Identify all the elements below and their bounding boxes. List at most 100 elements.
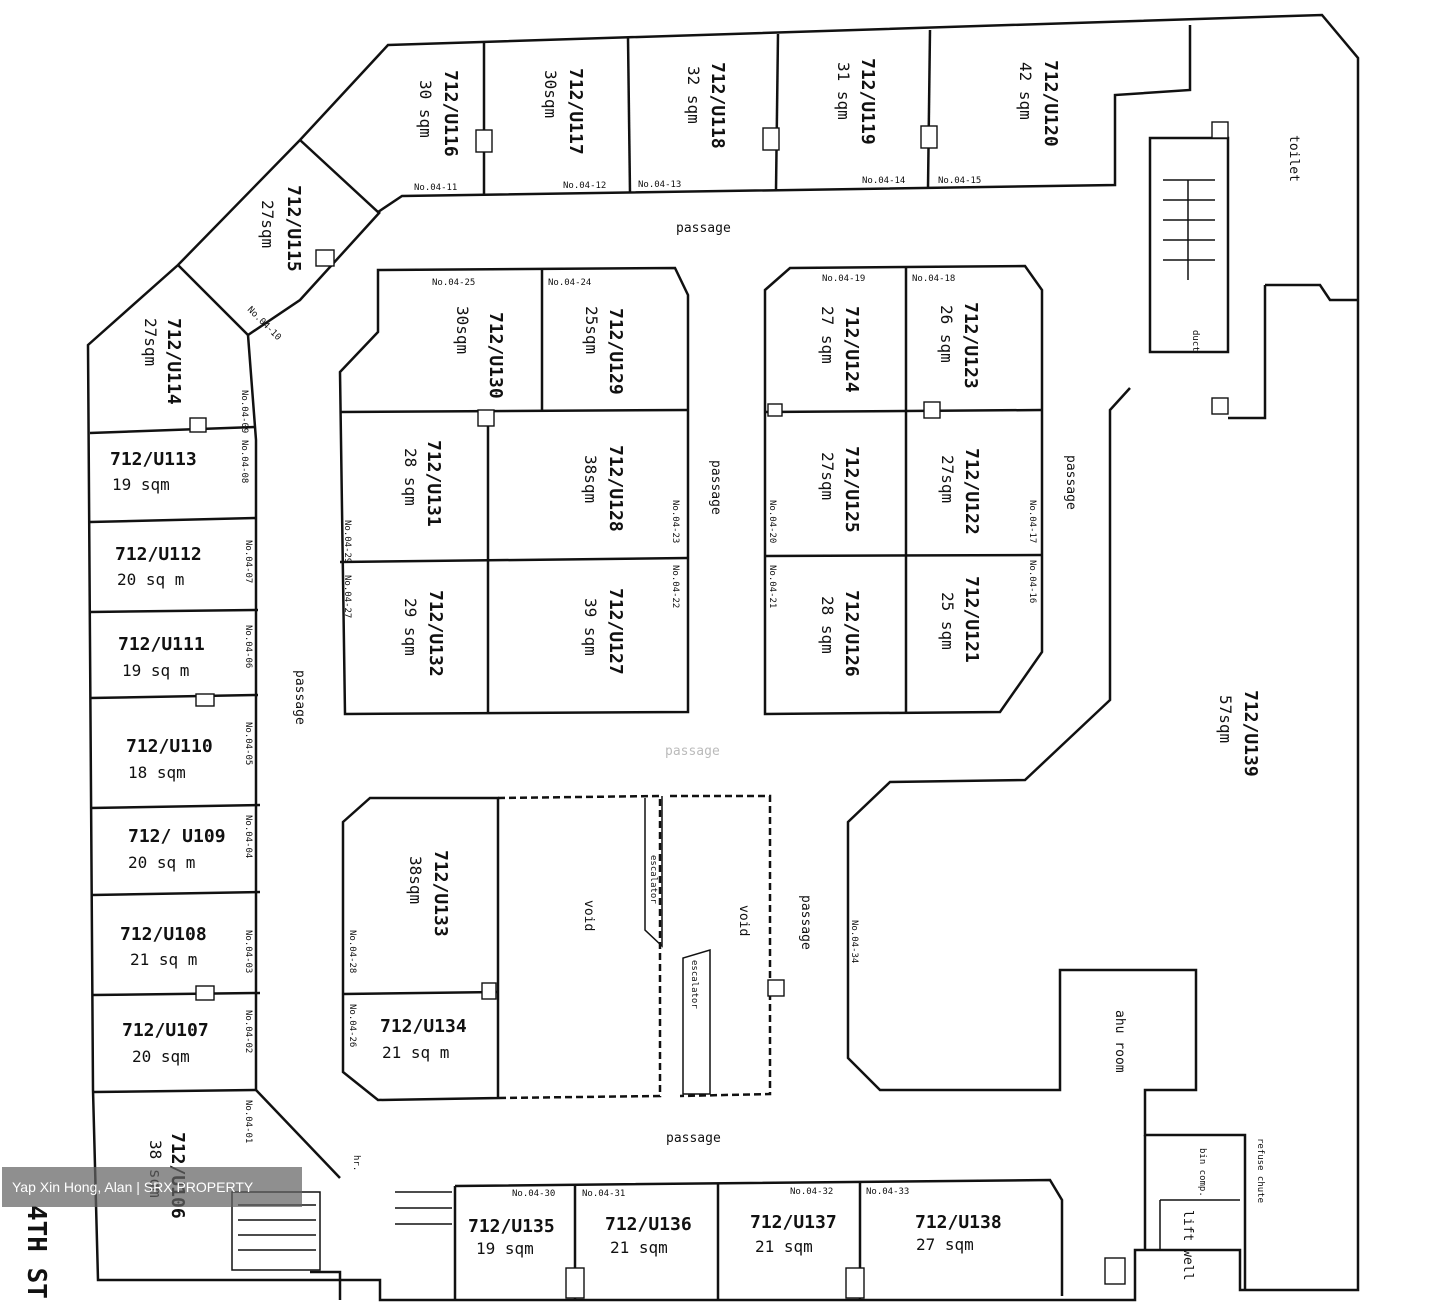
unit-no: No.04-07 (243, 540, 253, 583)
unit-u115-label: 712/U115 (283, 185, 304, 272)
passage-label-right: passage (1063, 455, 1078, 510)
unit-u132-label: 712/U132 (425, 590, 446, 677)
passage-label-top: passage (676, 221, 731, 236)
unit-no: No.04-23 (670, 500, 680, 543)
unit-no: No.04-08 (239, 440, 249, 483)
unit-u128-area: 38sqm (581, 455, 600, 503)
unit-u131-area: 28 sqm (401, 448, 420, 506)
unit-u117-area: 30sqm (541, 70, 560, 118)
unit-u108-label: 712/U108 (120, 924, 207, 945)
ahu-room-label: ahu room (1112, 1010, 1127, 1073)
unit-no: No.04-15 (938, 176, 981, 186)
unit-u118-label: 712/U118 (707, 62, 728, 149)
unit-u125-label: 712/U125 (841, 446, 862, 533)
unit-u122-area: 27sqm (938, 455, 957, 503)
unit-u135-label: 712/U135 (468, 1216, 555, 1237)
unit-no: No.04-17 (1027, 500, 1037, 543)
unit-no: No.04-30 (512, 1189, 555, 1199)
unit-u113-area: 19 sqm (112, 475, 170, 494)
unit-u137-label: 712/U137 (750, 1212, 837, 1233)
unit-u107-label: 712/U107 (122, 1020, 209, 1041)
unit-no: No.04-24 (548, 278, 591, 288)
unit-no: No.04-05 (243, 722, 253, 765)
passage-label-faint: passage (665, 744, 720, 759)
passage-label-void: passage (798, 895, 813, 950)
unit-no: No.04-21 (767, 565, 777, 608)
void-label-1: void (581, 900, 596, 931)
unit-no: No.04-03 (243, 930, 253, 973)
unit-no: No.04-19 (822, 274, 865, 284)
unit-u128-label: 712/U128 (605, 445, 626, 532)
toilet-label: toilet (1286, 135, 1301, 182)
street-label: 4TH ST (21, 1205, 51, 1299)
unit-u136-label: 712/U136 (605, 1214, 692, 1235)
unit-no: No.04-14 (862, 176, 905, 186)
unit-no: No.04-20 (767, 500, 777, 543)
unit-u135-area: 19 sqm (476, 1239, 534, 1258)
unit-number-labels: No.04-11 No.04-12 No.04-13 No.04-14 No.0… (239, 176, 1037, 1199)
unit-no: No.04-06 (243, 625, 253, 668)
outer-wall (86, 13, 1360, 1302)
escalator-label-1: escalator (648, 855, 658, 904)
unit-u138-area: 27 sqm (916, 1235, 974, 1254)
unit-u133-label: 712/U133 (430, 850, 451, 937)
unit-no: No.04-04 (243, 815, 253, 858)
unit-no: No.04-11 (414, 183, 457, 193)
unit-no: No.04-09 (239, 390, 249, 433)
unit-u112-label: 712/U112 (115, 544, 202, 565)
unit-no: No.04-16 (1027, 560, 1037, 603)
passage-label-bottom: passage (666, 1131, 721, 1146)
unit-u119-area: 31 sqm (834, 62, 853, 120)
refuse-chute-label: refuse chute (1255, 1138, 1265, 1203)
unit-u117-label: 712/U117 (565, 68, 586, 155)
unit-u136-area: 21 sqm (610, 1238, 668, 1257)
unit-u120-label: 712/U120 (1040, 60, 1061, 147)
unit-u126-label: 712/U126 (841, 590, 862, 677)
passage-label-left: passage (292, 670, 307, 725)
unit-u113-label: 712/U113 (110, 449, 197, 470)
unit-no: No.04-13 (638, 180, 681, 190)
unit-u125-area: 27sqm (818, 452, 837, 500)
unit-no: No.04-28 (347, 930, 357, 973)
unit-u110-area: 18 sqm (128, 763, 186, 782)
unit-u139-label: 712/U139 (1240, 690, 1261, 777)
unit-no: No.04-22 (670, 565, 680, 608)
unit-u119-label: 712/U119 (857, 58, 878, 145)
unit-no: No.04-27 (342, 575, 352, 618)
unit-u133-area: 38sqm (406, 856, 425, 904)
unit-u131-label: 712/U131 (423, 440, 444, 527)
unit-no: No.04-26 (347, 1004, 357, 1047)
unit-u107-area: 20 sqm (132, 1047, 190, 1066)
unit-u126-area: 28 sqm (818, 596, 837, 654)
unit-u130-area: 30sqm (453, 306, 472, 354)
unit-no: No.04-33 (866, 1187, 909, 1197)
unit-u118-area: 32 sqm (684, 66, 703, 124)
block-b (763, 264, 1044, 716)
unit-u111-area: 19 sq m (122, 661, 189, 680)
bin-comp-label: bin comp. (1197, 1148, 1207, 1197)
block-c (341, 794, 785, 1102)
unit-u127-label: 712/U127 (605, 588, 626, 675)
unit-u127-area: 39 sqm (581, 598, 600, 656)
unit-u132-area: 29 sqm (401, 598, 420, 656)
block-a (338, 266, 690, 716)
unit-no: No.04-29 (342, 520, 352, 563)
unit-no: No.04-10 (245, 305, 283, 343)
passage-label-block-a: passage (708, 460, 723, 515)
unit-u114-label: 712/U114 (163, 318, 184, 405)
unit-u129-area: 25sqm (582, 306, 601, 354)
unit-no: No.04-31 (582, 1189, 625, 1199)
unit-u116-area: 30 sqm (416, 80, 435, 138)
unit-u108-area: 21 sq m (130, 950, 197, 969)
unit-u123-area: 26 sqm (937, 305, 956, 363)
unit-u110-label: 712/U110 (126, 736, 213, 757)
unit-no: No.04-32 (790, 1187, 833, 1197)
unit-u129-label: 712/U129 (605, 308, 626, 395)
unit-u112-area: 20 sq m (117, 570, 184, 589)
hr-label: hr. (351, 1155, 361, 1171)
unit-no: No.04-34 (849, 920, 859, 963)
unit-u138-label: 712/U138 (915, 1212, 1002, 1233)
watermark: Yap Xin Hong, Alan | SRX PROPERTY (2, 1167, 302, 1207)
unit-no: No.04-12 (563, 181, 606, 191)
unit-no: No.04-25 (432, 278, 475, 288)
